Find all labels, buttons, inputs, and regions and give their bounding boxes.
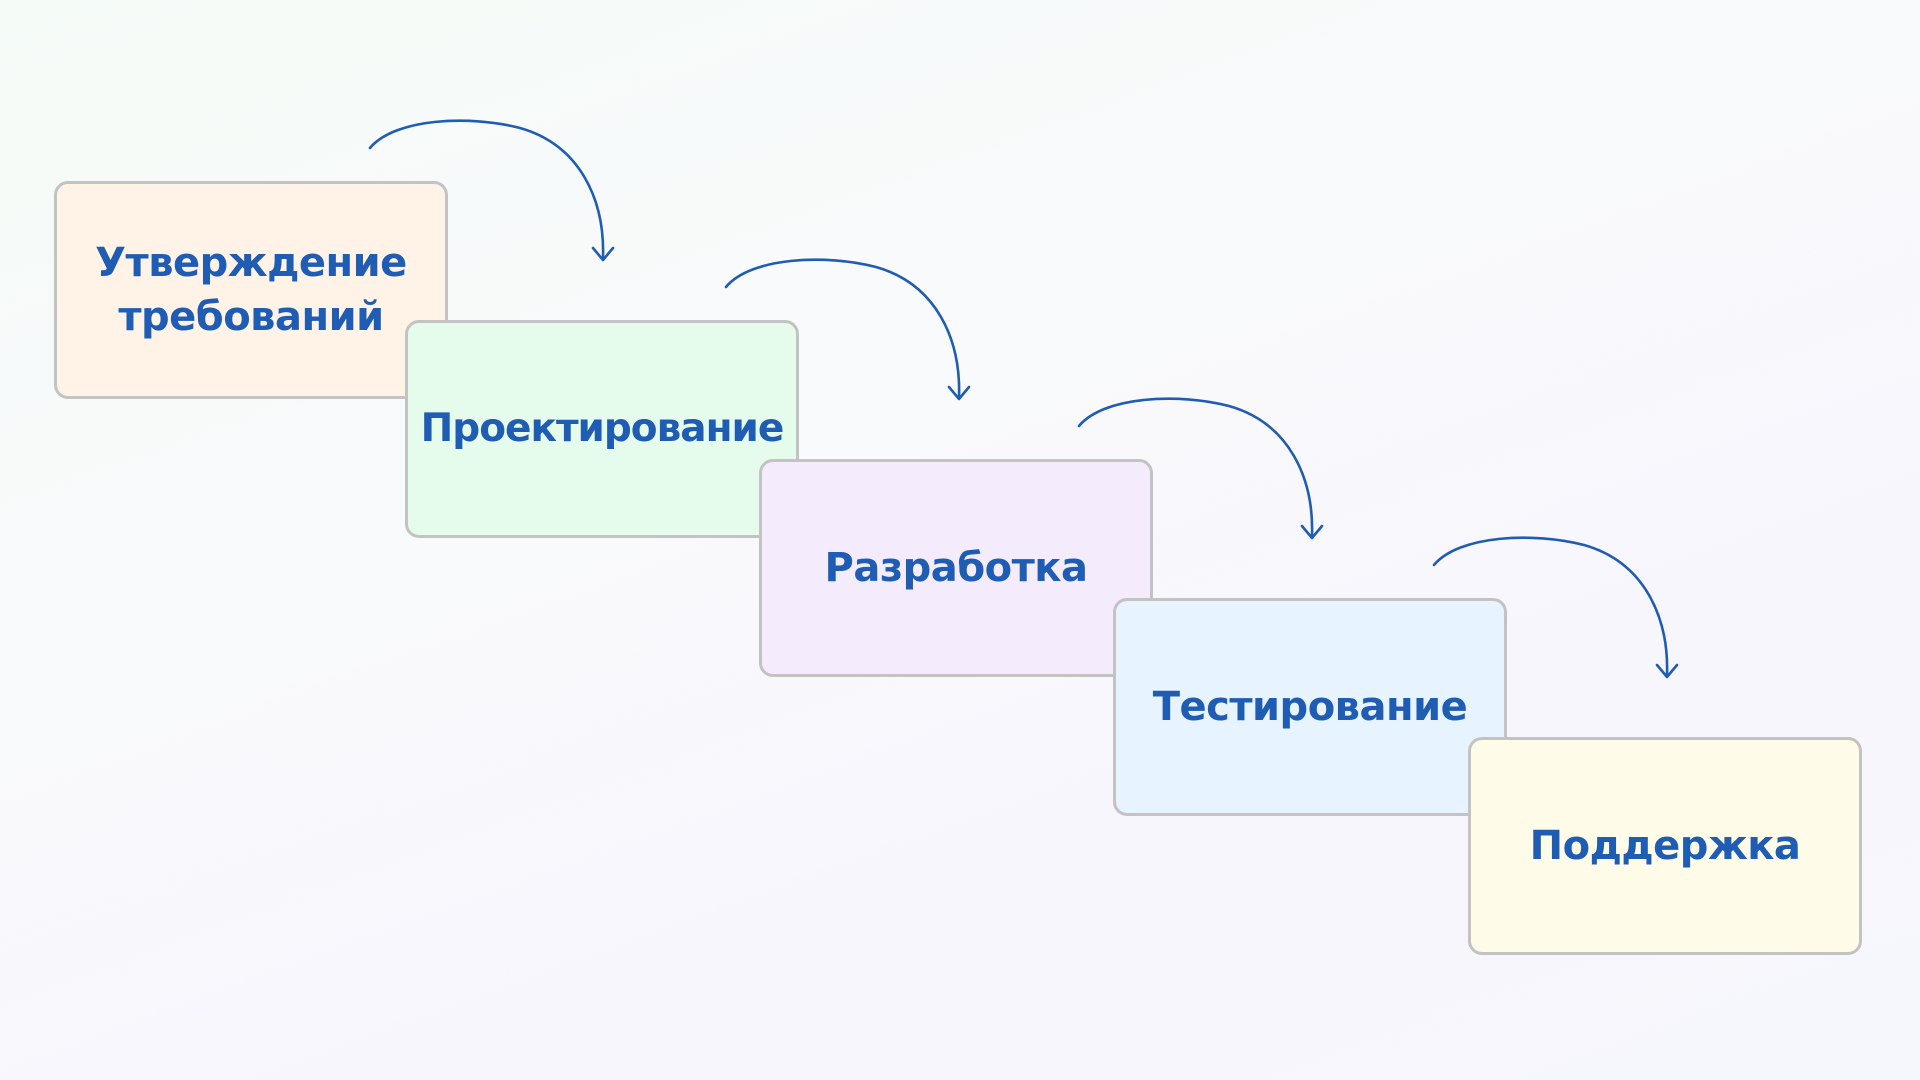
stage-box-requirements: Утверждение требований	[54, 181, 448, 399]
stage-label-requirements: Утверждение требований	[95, 240, 407, 340]
stage-label-testing: Тестирование	[1152, 684, 1468, 730]
stage-box-support: Поддержка	[1468, 737, 1862, 955]
stage-label-development: Разработка	[824, 545, 1088, 591]
stage-label-design: Проектирование	[420, 406, 785, 451]
stage-box-testing: Тестирование	[1113, 598, 1507, 816]
stage-box-development: Разработка	[759, 459, 1153, 677]
stage-label-support: Поддержка	[1529, 823, 1801, 869]
stage-box-design: Проектирование	[405, 320, 799, 538]
